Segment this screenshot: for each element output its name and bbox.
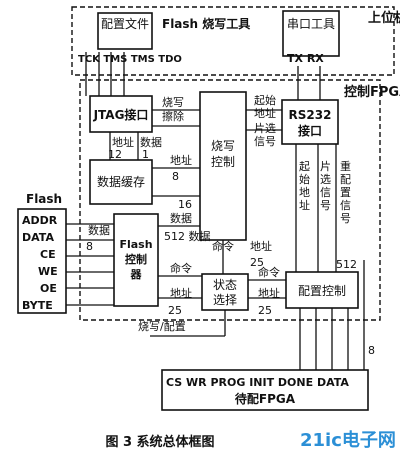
state-select-block bbox=[201, 273, 249, 311]
flash-pin-list: ADDR DATA CE WE OE BYTE bbox=[22, 214, 58, 312]
n8-label: 8 bbox=[172, 170, 179, 183]
data-label-2: 数据 bbox=[170, 211, 192, 225]
flash-pin: WE bbox=[38, 265, 58, 278]
host-pc-label: 上位机 bbox=[368, 10, 400, 26]
control-fpga-group bbox=[79, 79, 381, 321]
serial-pin-labels: TX RX bbox=[287, 52, 324, 65]
rs232-block bbox=[281, 99, 339, 145]
edge-labels: 烧写擦除 起始地址 片选信号 地址 数据 12 1 地址 8 16 数据 数据 … bbox=[86, 93, 375, 357]
state-select-label: 状态选择 bbox=[213, 278, 237, 307]
n8-target-label: 8 bbox=[368, 344, 375, 357]
n25-label-2: 25 bbox=[250, 256, 264, 269]
burn-control-block bbox=[199, 91, 247, 241]
watermark-logo: 21ic电子网 bbox=[300, 429, 396, 451]
n8-flash-label: 8 bbox=[86, 240, 93, 253]
cmd-label-2: 命令 bbox=[170, 261, 192, 275]
cmd-label-1: 命令 bbox=[212, 239, 234, 253]
config-control-label: 配置控制 bbox=[298, 284, 346, 298]
jtag-pin-labels: TCK TMS TMS TDO bbox=[78, 54, 182, 65]
data-label-1: 数据 bbox=[140, 135, 162, 149]
flash-tool-label: Flash 烧写工具 bbox=[162, 16, 250, 31]
flash-pin: CE bbox=[40, 248, 56, 261]
data-label-3: 数据 bbox=[88, 223, 110, 237]
burn-erase-label: 烧写擦除 bbox=[162, 96, 184, 123]
jtag-block bbox=[89, 95, 153, 133]
n1-label: 1 bbox=[142, 148, 149, 161]
addr-label-2: 地址 bbox=[170, 153, 192, 167]
start-addr-label: 起始地址 bbox=[254, 93, 276, 120]
target-fpga-block bbox=[161, 369, 369, 411]
n12-label: 12 bbox=[108, 148, 122, 161]
host-pc-group bbox=[71, 6, 395, 76]
flash-pin: ADDR bbox=[22, 214, 58, 227]
n25-label-1: 25 bbox=[168, 304, 182, 317]
flash-pin: BYTE bbox=[22, 299, 53, 312]
buffer-block-label: 数据缓存 bbox=[97, 174, 145, 189]
flash-chip bbox=[17, 208, 67, 314]
n16-label: 16 bbox=[178, 198, 192, 211]
n25-label-3: 25 bbox=[258, 304, 272, 317]
config-file-label: 配置文件 bbox=[101, 16, 149, 31]
target-fpga-name: 待配FPGA bbox=[235, 391, 296, 406]
control-fpga-label: 控制FPGA bbox=[344, 84, 400, 100]
target-pin-labels: CS WR PROG INIT DONE DATA bbox=[166, 376, 349, 389]
flash-pin: OE bbox=[40, 282, 57, 295]
cmd-label-3: 命令 bbox=[258, 265, 280, 279]
addr-label-1: 地址 bbox=[112, 135, 134, 149]
start-addr-vertical: 起始地址 bbox=[299, 160, 310, 212]
jtag-block-label: JTAG接口 bbox=[93, 107, 149, 122]
flash-pin: DATA bbox=[22, 231, 54, 244]
burn-control-label: 烧写控制 bbox=[211, 139, 235, 169]
data512-label: 512 数据 bbox=[164, 229, 211, 243]
config-control-block bbox=[285, 271, 359, 309]
burn-config-label: 烧写/配置 bbox=[138, 320, 186, 333]
config-file-box bbox=[97, 12, 153, 50]
n512-label: 512 bbox=[336, 258, 357, 271]
serial-tool-box bbox=[282, 10, 340, 57]
addr-label-5: 地址 bbox=[258, 286, 280, 300]
serial-tool-label: 串口工具 bbox=[287, 17, 335, 31]
buffer-block bbox=[89, 159, 153, 205]
addr-label-4: 地址 bbox=[170, 286, 192, 300]
figure-caption: 图 3 系统总体框图 bbox=[105, 434, 214, 450]
chip-sel-label: 片选信号 bbox=[254, 122, 276, 148]
chip-sel-vertical: 片选信号 bbox=[320, 160, 331, 212]
flash-title: Flash bbox=[26, 192, 62, 206]
addr-label-3: 地址 bbox=[250, 239, 272, 253]
vertical-labels: 起始地址 片选信号 重配置信号 bbox=[299, 159, 351, 225]
flash-controller-block bbox=[113, 213, 159, 307]
reconfig-vertical: 重配置信号 bbox=[340, 159, 351, 225]
